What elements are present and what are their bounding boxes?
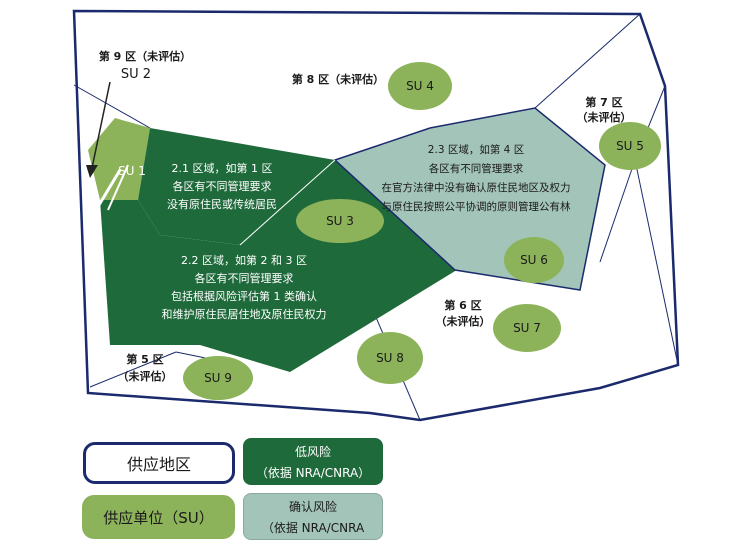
zone8-title: 第 8 区（未评估） xyxy=(292,72,384,86)
su1-arrow-line-2 xyxy=(107,164,129,211)
su5-label: SU 5 xyxy=(616,139,644,153)
su7-label: SU 7 xyxy=(513,321,541,335)
su2-pointer-arrow xyxy=(86,81,111,178)
legend-low-risk-line2: （依据 NRA/CNRA） xyxy=(255,465,371,480)
su6-label: SU 6 xyxy=(520,253,548,267)
legend-low-risk-line1: 低风险 xyxy=(294,444,331,459)
area22-line1: 2.2 区域，如第 2 和 3 区 xyxy=(181,253,307,267)
su1-region xyxy=(88,118,150,200)
area-divider xyxy=(239,159,336,246)
area21-line2: 各区有不同管理要求 xyxy=(173,179,272,193)
area23-line1: 2.3 区域，如第 4 区 xyxy=(428,143,524,156)
legend-low-risk: 低风险 （依据 NRA/CNRA） xyxy=(243,438,383,485)
legend-supply-unit-label: 供应单位（SU） xyxy=(103,508,214,527)
zone6-title-2: （未评估） xyxy=(436,314,491,328)
area21-line1: 2.1 区域，如第 1 区 xyxy=(172,161,273,175)
su7-ellipse xyxy=(493,304,561,352)
su4-ellipse xyxy=(388,62,452,110)
legend-confirmed-risk-line1: 确认风险 xyxy=(288,499,337,514)
su8-ellipse xyxy=(357,332,423,384)
su8-label: SU 8 xyxy=(376,351,404,365)
legend-confirmed-risk: 确认风险 （依据 NRA/CNRA xyxy=(243,493,383,540)
area-2-1-region xyxy=(138,128,335,245)
area23-line2: 各区有不同管理要求 xyxy=(429,162,524,175)
su1-label: SU 1 xyxy=(118,164,146,178)
su3-label: SU 3 xyxy=(326,214,354,228)
zone9-title: 第 9 区（未评估） xyxy=(99,49,191,63)
legend-supply-area-label: 供应地区 xyxy=(126,455,191,474)
su4-label: SU 4 xyxy=(406,79,434,93)
su5-ellipse xyxy=(599,122,661,170)
zone5-title-2: （未评估） xyxy=(118,369,173,383)
su9-ellipse xyxy=(183,356,253,400)
legend-supply-unit: 供应单位（SU） xyxy=(82,495,235,539)
area22-line4: 和维护原住民居住地及原住民权力 xyxy=(162,307,327,321)
legend-confirmed-risk-line2: （依据 NRA/CNRA xyxy=(261,520,365,535)
zone7-title-2: （未评估） xyxy=(577,110,632,124)
legend-supply-area: 供应地区 xyxy=(83,442,235,484)
area22-line2: 各区有不同管理要求 xyxy=(195,271,294,285)
su1-arrow-line xyxy=(94,169,122,211)
su9-label: SU 9 xyxy=(204,371,232,385)
area23-line3: 在官方法律中没有确认原住民地区及权力 xyxy=(382,181,571,194)
zone5-title-1: 第 5 区 xyxy=(126,352,163,366)
area23-line4: 与原住民按照公平协调的原则管理公有林 xyxy=(382,200,571,213)
zone7-title-1: 第 7 区 xyxy=(585,95,622,109)
area22-line3: 包括根据风险评估第 1 类确认 xyxy=(171,289,317,303)
zone6-title-1: 第 6 区 xyxy=(444,298,481,312)
su3-ellipse xyxy=(296,199,384,243)
zone9-su2-label: SU 2 xyxy=(121,67,151,82)
area21-line3: 没有原住民或传统居民 xyxy=(167,197,277,211)
su6-ellipse xyxy=(504,237,564,283)
